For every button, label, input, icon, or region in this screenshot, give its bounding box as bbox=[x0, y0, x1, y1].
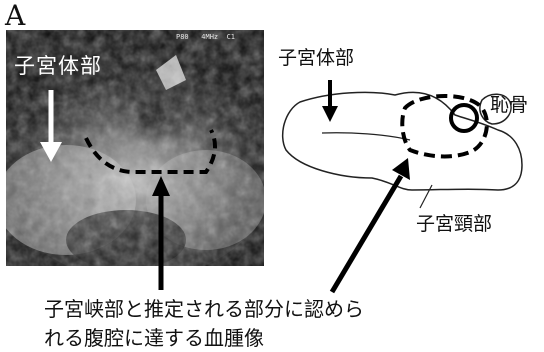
cervix-lead-line bbox=[420, 185, 432, 208]
schematic-pointer-shaft bbox=[332, 176, 401, 292]
uterine-cavity-line bbox=[322, 133, 410, 140]
caption-line-2: れる腹腔に達する血腫像 bbox=[44, 322, 264, 351]
schematic-uterine-body-label: 子宮体部 bbox=[278, 43, 354, 70]
caption-line-1: 子宮峡部と推定される部分に認めら bbox=[44, 293, 364, 322]
body-pointer-arrowhead-icon bbox=[322, 106, 338, 122]
schematic-cervix-label: 子宮頸部 bbox=[416, 209, 492, 236]
schematic-pubis-label: 恥骨 bbox=[490, 90, 528, 117]
ultrasound-pointer-arrowhead-icon bbox=[152, 176, 170, 196]
